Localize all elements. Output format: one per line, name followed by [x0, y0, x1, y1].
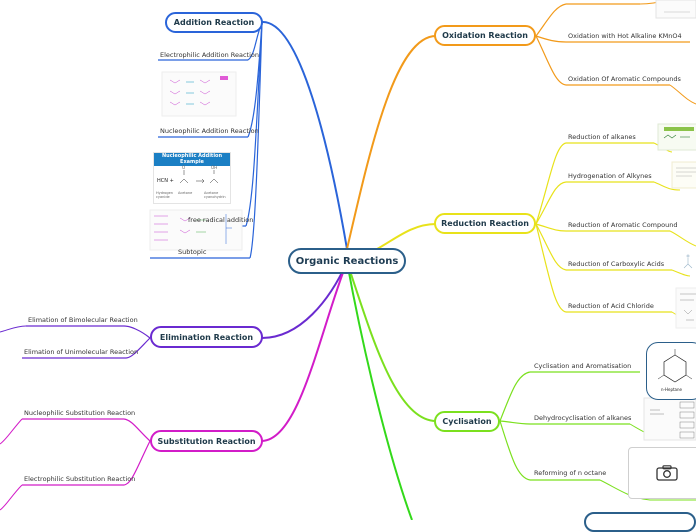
reduction-alkanes-label[interactable]: Reduction of alkanes — [568, 133, 636, 141]
reduction-reaction-label: Reduction Reaction — [441, 219, 529, 228]
ring-caption: n-Heptane — [661, 387, 683, 392]
camera-icon — [656, 465, 678, 481]
reduction-aromatic-label[interactable]: Reduction of Aromatic Compound — [568, 221, 678, 229]
oxidation-reaction-label: Oxidation Reaction — [442, 31, 528, 40]
cyclisation-topic[interactable]: Cyclisation — [434, 411, 500, 432]
nucleophilic-card-label-cyanohydrin: Acetone cyanohydrin — [204, 191, 226, 199]
dehydrocyclisation-image — [643, 397, 696, 441]
reduction-acid-chloride-image — [675, 287, 696, 329]
nucleophilic-card-structures: O OH — [179, 165, 219, 184]
nucleophilic-card-equation: HCN + — [157, 178, 174, 184]
cyclisation-ring-card: n-Heptane — [646, 342, 696, 400]
elimination-unimolecular-label[interactable]: Elimation of Unimolecular Reaction — [24, 348, 139, 356]
nucleophilic-card-label-hcn: Hydrogen cyanide — [156, 191, 174, 199]
connector-addition — [261, 20, 348, 250]
nucleophilic-card-label-acetone: Acetone — [178, 191, 193, 195]
oxidation-aromatic-label[interactable]: Oxidation Of Aromatic Compounds — [568, 75, 681, 83]
dehydrocyclisation-label[interactable]: Dehydrocyclisation of alkanes — [534, 414, 632, 422]
elimination-reaction-label: Elimination Reaction — [159, 332, 254, 342]
oxidation-top-image — [655, 0, 696, 19]
electrophilic-substitution-label[interactable]: Electrophilic Substitution Reaction — [24, 475, 136, 483]
reduction-alkanes-image — [657, 123, 696, 151]
electrophilic-addition-image — [161, 71, 237, 117]
oxidation-kmno4-label[interactable]: Oxidation with Hot Alkaline KMnO4 — [568, 32, 682, 40]
svg-text:OH: OH — [211, 165, 217, 170]
elimination-bimolecular-label[interactable]: Elimation of Bimolecular Reaction — [28, 316, 138, 324]
connector-cyclisation — [346, 261, 437, 422]
addition-reaction-label: Addition Reaction — [173, 18, 255, 27]
connector-elimination — [261, 261, 348, 339]
offscreen-topic[interactable] — [584, 512, 696, 532]
cyclisation-label: Cyclisation — [442, 417, 492, 426]
nucleophilic-addition-label[interactable]: Nucleophilic Addition Reaction — [160, 127, 259, 135]
hydrogenation-alkynes-image — [671, 161, 696, 189]
substitution-reaction-topic[interactable]: Substitution Reaction — [150, 430, 263, 452]
reduction-carboxylic-acids-image — [683, 254, 693, 269]
reforming-image-placeholder[interactable] — [628, 447, 696, 499]
connector-oxidation — [346, 35, 437, 250]
free-radical-addition-image — [149, 209, 243, 251]
substitution-reaction-label: Substitution Reaction — [157, 436, 256, 446]
reduction-acid-chloride-label[interactable]: Reduction of Acid Chloride — [568, 302, 654, 310]
hydrogenation-alkynes-label[interactable]: Hydrogenation of Alkynes — [568, 172, 652, 180]
reduction-reaction-topic[interactable]: Reduction Reaction — [434, 213, 536, 234]
cyclisation-aromatisation-label[interactable]: Cyclisation and Aromatisation — [534, 362, 632, 370]
addition-subtopic-label[interactable]: Subtopic — [178, 248, 207, 256]
connector-substitution — [261, 261, 348, 442]
mind-map-canvas — [0, 0, 696, 520]
connector-bottom-green — [346, 261, 413, 520]
elimination-reaction-topic[interactable]: Elimination Reaction — [150, 326, 263, 348]
benzene-ring-icon — [657, 349, 693, 383]
electrophilic-addition-label[interactable]: Electrophilic Addition Reaction — [160, 51, 259, 59]
reduction-carboxylic-label[interactable]: Reduction of Carboxylic Acids — [568, 260, 665, 268]
nucleophilic-substitution-label[interactable]: Nucleophilic Substitution Reaction — [24, 409, 136, 417]
oxidation-reaction-topic[interactable]: Oxidation Reaction — [434, 25, 536, 46]
nucleophilic-card-title: Nucleophilic Addition Example — [154, 153, 230, 166]
svg-text:O: O — [182, 165, 185, 170]
central-topic-label: Organic Reactions — [295, 255, 399, 267]
addition-reaction-topic[interactable]: Addition Reaction — [165, 12, 263, 33]
free-radical-addition-label[interactable]: free radical addition — [188, 216, 254, 224]
central-topic[interactable]: Organic Reactions — [288, 248, 406, 274]
reforming-octane-label[interactable]: Reforming of n octane — [534, 469, 607, 477]
